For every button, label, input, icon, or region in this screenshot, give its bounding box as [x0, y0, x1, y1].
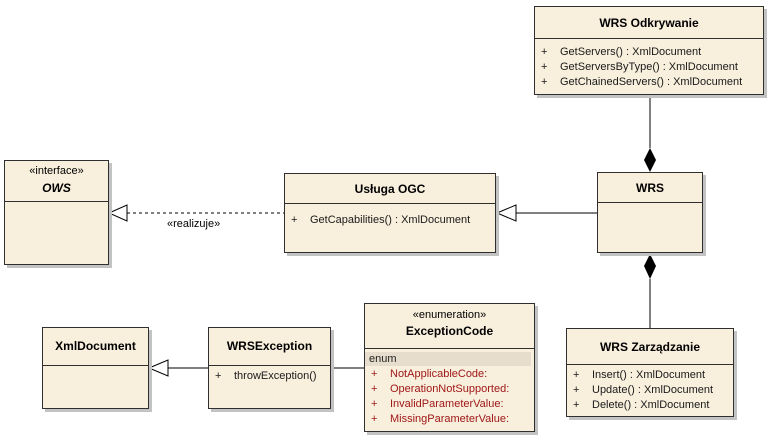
visibility-marker: +: [291, 214, 298, 226]
class-header: WRSException: [209, 328, 330, 366]
composition-diamond-discovery: [644, 148, 656, 172]
operation-signature: throwException(): [234, 370, 317, 382]
operation-signature: GetChainedServers() : XmlDocument: [560, 76, 743, 88]
class-wrs[interactable]: WRS: [597, 172, 703, 253]
literal-name: OperationNotSupported:: [390, 383, 510, 395]
realization-label: «realizuje»: [167, 218, 221, 230]
literal-name: MissingParameterValue:: [390, 413, 510, 425]
visibility-marker: +: [371, 383, 378, 395]
class-header: XmlDocument: [43, 328, 148, 366]
class-name: Usługa OGC: [354, 182, 426, 196]
class-header: WRS: [598, 173, 702, 203]
class-ows-interface[interactable]: «interface» OWS: [4, 160, 109, 265]
visibility-marker: +: [371, 413, 378, 425]
operation-signature: Insert() : XmlDocument: [592, 369, 706, 381]
class-header: «enumeration» ExceptionCode: [365, 304, 534, 349]
class-header: «interface» OWS: [5, 161, 108, 202]
operation-signature: GetServers() : XmlDocument: [560, 46, 702, 58]
enum-section-label: enum: [365, 352, 531, 366]
operation: + Update() : XmlDocument: [567, 383, 733, 398]
class-header: Usługa OGC: [285, 174, 495, 204]
operation-signature: GetServersByType() : XmlDocument: [560, 61, 738, 73]
class-wrs-discovery[interactable]: WRS Odkrywanie + GetServers() : XmlDocume…: [534, 6, 764, 95]
operation-signature: Update() : XmlDocument: [592, 384, 714, 396]
class-name: WRSException: [226, 339, 313, 353]
visibility-marker: +: [371, 398, 378, 410]
class-header: WRS Odkrywanie: [535, 7, 763, 39]
literals-compartment: enum + NotApplicableCode: + OperationNotSu…: [365, 349, 534, 427]
enum-literal: + OperationNotSupported:: [365, 382, 534, 397]
class-header: WRS Zarządzanie: [567, 329, 733, 365]
class-ogc-service[interactable]: Usługa OGC + GetCapabilities() : XmlDocum…: [284, 173, 496, 253]
class-name: ExceptionCode: [405, 324, 494, 338]
generalization-arrow-exception: [147, 359, 169, 377]
class-name: XmlDocument: [55, 339, 136, 353]
generalization-arrow-wrs: [495, 204, 517, 222]
operation-signature: Delete() : XmlDocument: [592, 399, 710, 411]
operation: + GetServers() : XmlDocument: [535, 45, 763, 60]
operation-signature: GetCapabilities() : XmlDocument: [310, 214, 471, 226]
class-stereotype: «enumeration»: [412, 309, 487, 321]
class-name: WRS Zarządzanie: [599, 340, 701, 354]
class-name: WRS: [636, 181, 664, 195]
class-name: OWS: [42, 181, 71, 195]
visibility-marker: +: [215, 370, 222, 382]
visibility-marker: +: [541, 46, 548, 58]
visibility-marker: +: [573, 369, 580, 381]
operations-compartment: + GetServers() : XmlDocument + GetServersB…: [535, 39, 763, 90]
operation: + throwException(): [209, 369, 330, 384]
class-stereotype: «interface»: [29, 165, 84, 177]
operations-compartment: + GetCapabilities() : XmlDocument: [285, 204, 495, 228]
composition-diamond-management: [644, 254, 656, 279]
operation: + GetChainedServers() : XmlDocument: [535, 75, 763, 90]
class-exception-code-enum[interactable]: «enumeration» ExceptionCode enum + NotApp…: [364, 303, 535, 432]
enum-literal: + MissingParameterValue:: [365, 412, 534, 427]
realization-arrow: [107, 204, 128, 222]
literal-name: InvalidParameterValue:: [390, 398, 504, 410]
operation: + GetCapabilities() : XmlDocument: [285, 213, 495, 228]
enum-literal: + NotApplicableCode:: [365, 367, 534, 382]
operation: + Insert() : XmlDocument: [567, 368, 733, 383]
class-wrs-management[interactable]: WRS Zarządzanie + Insert() : XmlDocument …: [566, 328, 734, 417]
literal-name: NotApplicableCode:: [390, 368, 488, 380]
visibility-marker: +: [371, 368, 378, 380]
visibility-marker: +: [573, 399, 580, 411]
operations-compartment: + Insert() : XmlDocument + Update() : XmlD…: [567, 365, 733, 413]
class-xml-document[interactable]: XmlDocument: [42, 327, 149, 409]
class-wrs-exception[interactable]: WRSException + throwException(): [208, 327, 331, 409]
visibility-marker: +: [573, 384, 580, 396]
visibility-marker: +: [541, 61, 548, 73]
class-name: WRS Odkrywanie: [599, 16, 699, 30]
operation: + GetServersByType() : XmlDocument: [535, 60, 763, 75]
enum-literal: + InvalidParameterValue:: [365, 397, 534, 412]
operation: + Delete() : XmlDocument: [567, 398, 733, 413]
operations-compartment: + throwException(): [209, 366, 330, 384]
visibility-marker: +: [541, 76, 548, 88]
